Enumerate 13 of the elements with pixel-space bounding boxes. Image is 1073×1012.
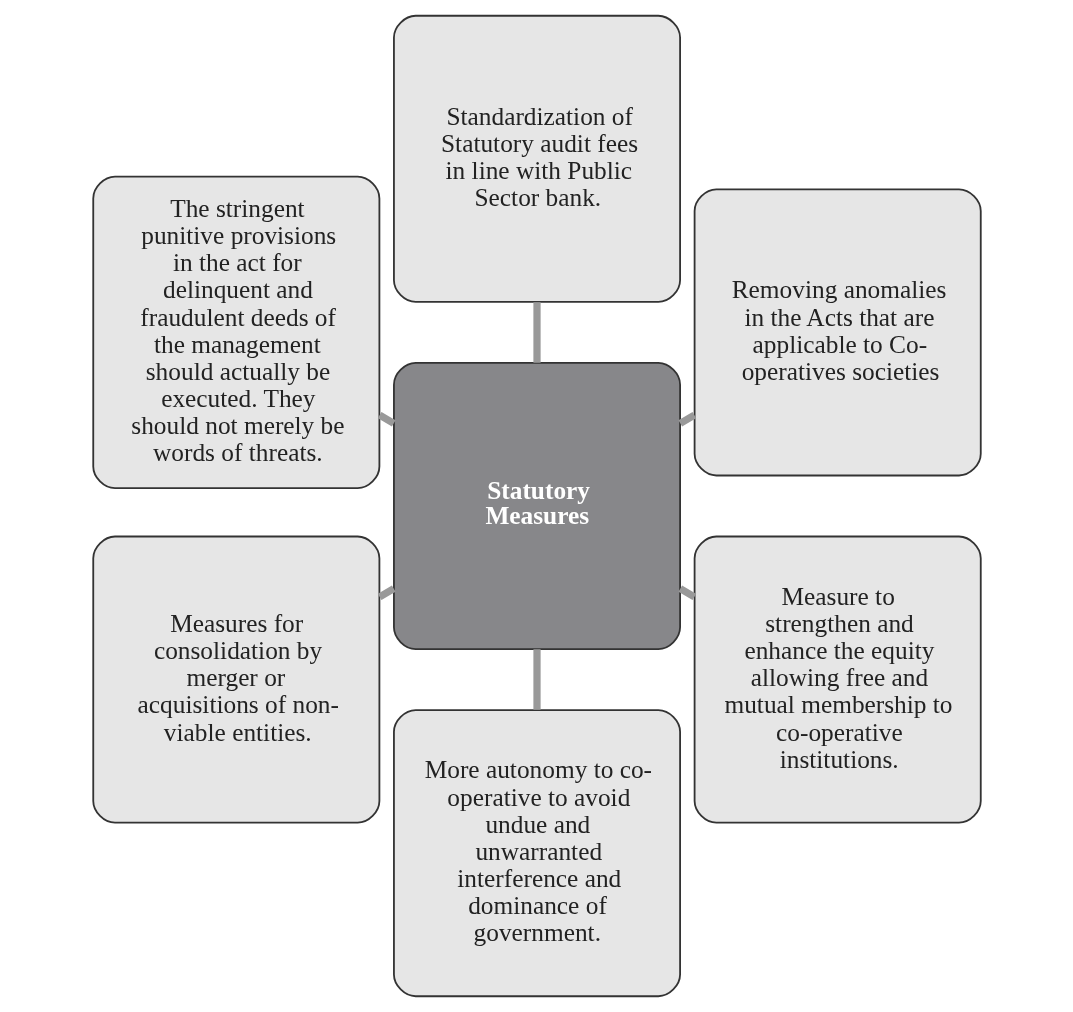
connector <box>678 412 696 427</box>
connector <box>532 649 541 710</box>
node-box: Standardization of Statutory audit fees in line with Public Sector bank. <box>392 14 681 303</box>
connector <box>377 412 395 427</box>
node-box: More autonomy to co-operative to avoid undue and unwarranted interference and dominance of government. <box>392 709 681 998</box>
node-box: Measure to strengthen and enhance the equity allowing free and mutual membership to co-operative institutions. <box>693 535 982 824</box>
connector <box>532 302 541 363</box>
node-box: Removing anomalies in the Acts that are applicable to Co-operatives societies <box>693 188 982 477</box>
node-box: Statutory Measures <box>392 362 681 650</box>
connector <box>377 585 395 600</box>
node-box: The stringent punitive provisions in the act for delinquent and fraudulent deeds of the management should actually be executed. They should not merely be words of threats. <box>91 175 380 490</box>
connector <box>678 585 696 600</box>
node-box: Measures for consolidation by merger or acquisitions of non- viable entities. <box>91 535 380 824</box>
